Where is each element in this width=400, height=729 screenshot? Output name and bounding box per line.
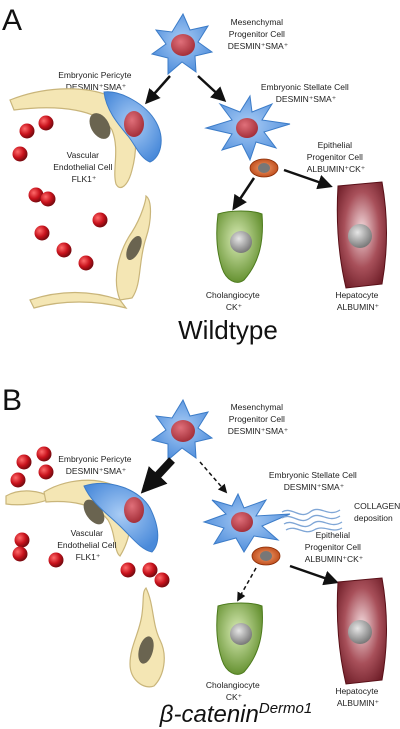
arrow-to-pericyte-a — [145, 75, 171, 105]
mesenchymal-progenitor-cell-b — [150, 398, 214, 462]
arrow-to-hepatocyte-b — [289, 564, 339, 586]
embryonic-stellate-cell-b — [202, 492, 291, 553]
arrow-to-hepatocyte-a — [283, 168, 333, 190]
arrow-to-cholangiocyte-a — [232, 177, 256, 211]
panel-a: A Mesenchymal Progenitor Cell DESMIN⁺SMA… — [2, 4, 387, 345]
genotype-label-b: β-cateninDermo1 — [159, 700, 312, 728]
stellate-label-b: Embryonic Stellate Cell DESMIN⁺SMA⁺ — [269, 470, 359, 492]
cholangiocyte-label-b: Cholangiocyte CK⁺ — [206, 680, 262, 702]
dashed-arrow-to-cholangiocyte-b — [237, 567, 257, 602]
embryonic-pericyte-b — [83, 482, 159, 553]
red-blood-cells-a — [12, 115, 108, 271]
hepatocyte-b — [336, 577, 387, 685]
pericyte-label-b: Embryonic Pericyte DESMIN⁺SMA⁺ — [58, 454, 134, 476]
mesenchymal-progenitor-cell-a — [150, 12, 214, 76]
panel-b: B Mesenchymal Progenitor Cell DESMIN⁺SMA… — [2, 384, 400, 728]
embryonic-pericyte-a — [103, 91, 162, 163]
mesenchymal-label-b: Mesenchymal Progenitor Cell DESMIN⁺SMA⁺ — [228, 402, 289, 436]
vascular-label-b: Vascular Endothelial Cell FLK1⁺ — [57, 528, 118, 562]
hepatocyte-a — [336, 181, 387, 289]
panel-b-letter: B — [2, 384, 22, 417]
dashed-arrow-to-stellate-b — [199, 461, 228, 494]
embryonic-stellate-cell-a — [204, 94, 291, 162]
vascular-label-a: Vascular Endothelial Cell FLK1⁺ — [53, 150, 114, 184]
epithelial-label-a: Epithelial Progenitor Cell ALBUMIN⁺CK⁺ — [307, 140, 366, 174]
hepatocyte-label-a: Hepatocyte ALBUMIN⁺ — [335, 290, 380, 312]
cholangiocyte-b — [216, 602, 263, 675]
vascular-endothelial-cells-a — [9, 88, 152, 310]
thick-arrow-to-pericyte-b — [140, 457, 175, 494]
red-blood-cells-b — [10, 446, 170, 588]
epithelial-progenitor-cell-a — [249, 158, 279, 178]
cholangiocyte-a — [216, 210, 263, 283]
hepatocyte-label-b: Hepatocyte ALBUMIN⁺ — [335, 686, 380, 708]
cholangiocyte-label-a: Cholangiocyte CK⁺ — [206, 290, 262, 312]
collagen-fibers-b — [281, 508, 343, 533]
epithelial-label-b: Epithelial Progenitor Cell ALBUMIN⁺CK⁺ — [305, 530, 364, 564]
mesenchymal-label-a: Mesenchymal Progenitor Cell DESMIN⁺SMA⁺ — [228, 17, 289, 51]
stellate-label-a: Embryonic Stellate Cell DESMIN⁺SMA⁺ — [261, 82, 351, 104]
panel-a-letter: A — [2, 4, 22, 37]
arrow-to-stellate-a — [197, 75, 227, 103]
genotype-label-a: Wildtype — [178, 315, 278, 345]
epithelial-progenitor-cell-b — [251, 546, 281, 566]
pericyte-label-a: Embryonic Pericyte DESMIN⁺SMA⁺ — [58, 70, 134, 92]
collagen-label-b: COLLAGEN deposition — [354, 501, 400, 523]
